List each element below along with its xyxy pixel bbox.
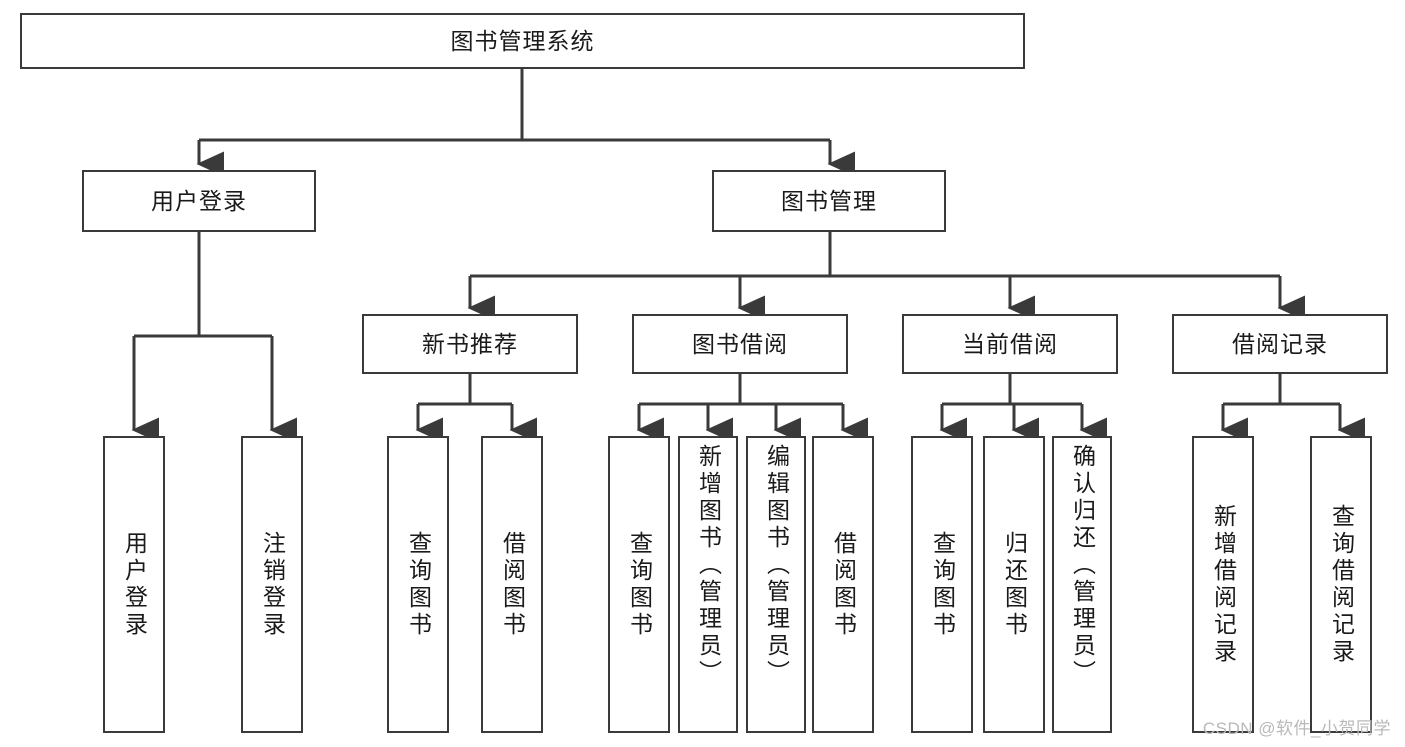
node-leaf-borrow-book-label: 借阅图书: [830, 530, 857, 639]
node-leaf-query-book-current[interactable]: 查询图书: [911, 436, 973, 733]
node-borrow-record-label: 借阅记录: [1232, 330, 1328, 357]
csdn-watermark: CSDN @软件_小贺同学: [1202, 719, 1391, 738]
node-leaf-borrow-book[interactable]: 借阅图书: [812, 436, 874, 733]
node-new-book-recommend-label: 新书推荐: [422, 330, 518, 357]
node-current-borrow-label: 当前借阅: [962, 330, 1058, 357]
node-leaf-logout-login-label: 注销登录: [259, 530, 286, 639]
node-leaf-query-book-borrow-label: 查询图书: [626, 530, 653, 639]
node-borrow-record[interactable]: 借阅记录: [1172, 314, 1388, 374]
node-book-management[interactable]: 图书管理: [712, 170, 946, 232]
node-leaf-add-book-admin[interactable]: 新增图书（管理员）: [678, 436, 738, 733]
node-leaf-confirm-return-admin[interactable]: 确认归还（管理员）: [1052, 436, 1112, 733]
node-leaf-query-book-borrow[interactable]: 查询图书: [608, 436, 670, 733]
node-root[interactable]: 图书管理系统: [20, 13, 1025, 69]
node-book-management-label: 图书管理: [781, 187, 877, 214]
node-leaf-confirm-return-admin-label: 确认归还（管理员）: [1069, 444, 1096, 687]
node-book-borrow[interactable]: 图书借阅: [632, 314, 848, 374]
node-user-login[interactable]: 用户登录: [82, 170, 316, 232]
node-leaf-user-login-label: 用户登录: [121, 530, 148, 639]
node-leaf-add-book-admin-label: 新增图书（管理员）: [695, 444, 722, 687]
node-book-borrow-label: 图书借阅: [692, 330, 788, 357]
node-user-login-label: 用户登录: [151, 187, 247, 214]
node-leaf-return-book-label: 归还图书: [1001, 530, 1028, 639]
node-leaf-query-book-current-label: 查询图书: [929, 530, 956, 639]
node-leaf-user-login[interactable]: 用户登录: [103, 436, 165, 733]
node-leaf-query-book-recommend[interactable]: 查询图书: [387, 436, 449, 733]
node-leaf-edit-book-admin[interactable]: 编辑图书（管理员）: [746, 436, 806, 733]
node-leaf-borrow-book-recommend[interactable]: 借阅图书: [481, 436, 543, 733]
node-root-label: 图书管理系统: [450, 27, 595, 54]
node-leaf-logout-login[interactable]: 注销登录: [241, 436, 303, 733]
node-leaf-borrow-book-recommend-label: 借阅图书: [499, 530, 526, 639]
edges-group: [131, 69, 1365, 443]
node-current-borrow[interactable]: 当前借阅: [902, 314, 1118, 374]
node-leaf-query-borrow-record-label: 查询借阅记录: [1328, 503, 1355, 666]
node-leaf-query-book-recommend-label: 查询图书: [405, 530, 432, 639]
node-new-book-recommend[interactable]: 新书推荐: [362, 314, 578, 374]
node-leaf-edit-book-admin-label: 编辑图书（管理员）: [763, 444, 790, 687]
node-leaf-add-borrow-record[interactable]: 新增借阅记录: [1192, 436, 1254, 733]
node-leaf-add-borrow-record-label: 新增借阅记录: [1210, 503, 1237, 666]
node-leaf-return-book[interactable]: 归还图书: [983, 436, 1045, 733]
node-leaf-query-borrow-record[interactable]: 查询借阅记录: [1310, 436, 1372, 733]
